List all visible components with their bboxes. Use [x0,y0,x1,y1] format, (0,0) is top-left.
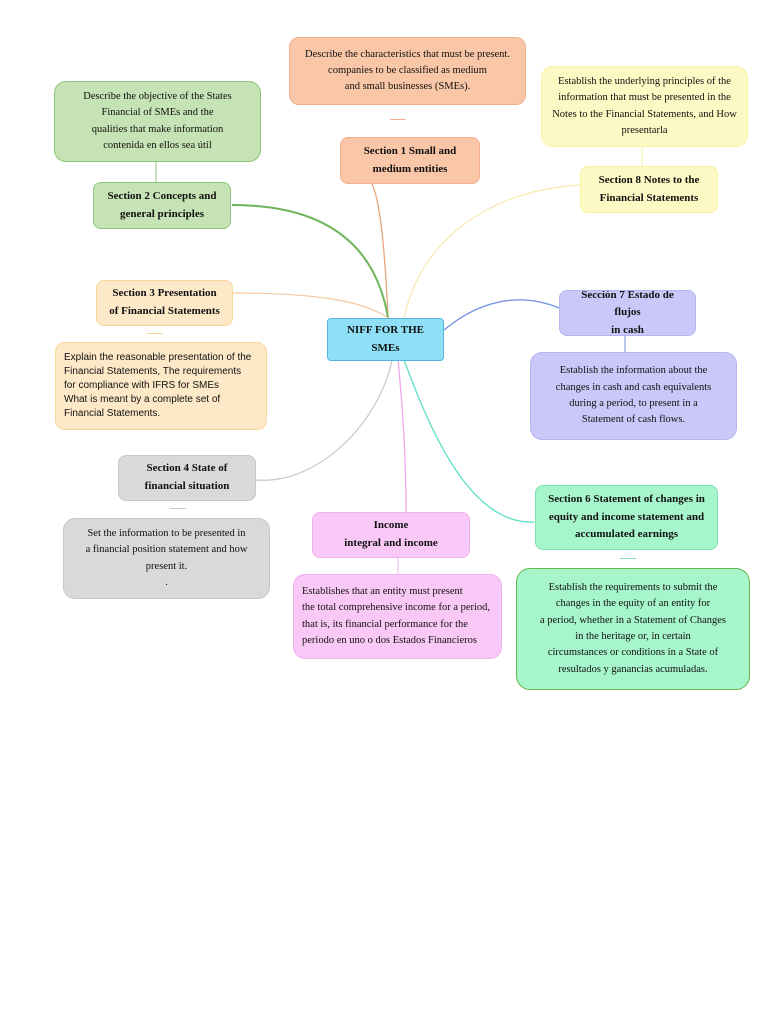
desc-line: . [165,576,168,588]
dash-s1 [390,119,406,120]
desc-line: Establish the requirements to submit the [548,582,718,594]
node-title-line: Section 5 Statement of Income [339,513,444,532]
node-title-line: medium entities [372,162,448,175]
desc-line: presentarla [621,124,668,136]
desc-line: resultados y ganancias acumuladas. [558,663,708,675]
desc-line: that is, its financial performance for t… [302,618,468,630]
node-title-line: Sección 7 Estado de flujos [581,290,674,319]
desc-line: Describe the characteristics that must b… [305,48,510,60]
desc-line: Explain the reasonable presentation of t… [64,352,252,363]
desc-line: periodo en uno o dos Estados Financieros [302,634,477,646]
desc-line: for compliance with IFRS for SMEs [64,380,220,391]
node-title-line: Section 3 Presentation [112,287,217,300]
link-section-4 [255,359,393,481]
link-section-6 [403,359,535,523]
desc-line: Set the information to be presented in [87,527,246,539]
node-title-line: integral and income statement [344,537,438,557]
desc-line: Financial of SMEs and the [101,107,214,119]
section-6-node[interactable]: Section 6 Statement of changes in equity … [535,485,718,550]
node-title-line: of Financial Statements [109,305,220,317]
section-8-description: Establish the underlying principles of t… [541,66,748,147]
section-3-description: Explain the reasonable presentation of t… [55,342,267,430]
dash-s4 [170,508,186,509]
node-title-line: in cash [611,323,644,336]
node-title-line: general principles [119,207,205,220]
node-title-line: Section 8 Notes to the [598,173,700,186]
node-title-line: Section 2 Concepts and [107,189,217,202]
desc-line: changes in cash and cash equivalents [555,381,712,393]
section-1-description: Describe the characteristics that must b… [289,37,526,105]
node-title-line: Section 4 State of [146,462,228,475]
desc-line: qualities that make information [91,123,224,135]
desc-line: and small businesses (SMEs). [344,81,471,93]
central-topic[interactable]: NIFF FOR THE SMEs [327,318,444,361]
desc-line: contenida en ellos sea útil [103,139,212,151]
desc-line: Notes to the Financial Statements, and H… [552,108,737,120]
desc-line: Describe the objective of the States [83,90,232,102]
desc-line: during a period, to present in a [569,398,698,409]
desc-line: changes in the equity of an entity for [555,598,711,610]
desc-line: information that must be presented in th… [558,92,731,104]
section-5-node[interactable]: Section 5 Statement of Income integral an… [312,512,470,558]
section-6-description: Establish the requirements to submit the… [516,568,750,690]
link-section-8 [403,184,581,319]
desc-line: Establish the underlying principles of t… [558,75,731,87]
desc-line: in the heritage or, in certain [575,631,691,642]
section-7-node[interactable]: Sección 7 Estado de flujos in cash [559,290,696,336]
desc-line: Establishes that an entity must present [302,585,463,597]
desc-line: Financial Statements. [64,408,161,419]
link-section-7 [443,299,560,331]
node-title-line: Section 1 Small and [363,144,457,157]
node-title-line: accumulated earnings [575,528,678,541]
desc-line: present it. [145,560,188,572]
desc-line: What is meant by a complete set of [64,394,221,405]
section-7-description: Establish the information about the chang… [530,352,737,440]
desc-line: Statement of cash flows. [581,414,686,426]
desc-line: a financial position statement and how [85,544,248,556]
section-1-node[interactable]: Section 1 Small and medium entities [340,137,480,184]
section-4-node[interactable]: Section 4 State of financial situation [118,455,256,501]
link-section-2 [231,204,389,319]
dash-s6 [620,558,636,559]
desc-line: a period, whether in a Statement of Chan… [539,614,727,626]
desc-line: the total comprehensive income for a per… [302,602,491,614]
section-3-node[interactable]: Section 3 Presentation of Financial State… [96,280,233,326]
section-2-node[interactable]: Section 2 Concepts and general principles [93,182,231,229]
node-title-line: equity and income statement and [548,510,705,523]
central-topic-line: NIFF FOR THE [346,323,424,336]
section-4-description: Set the information to be presented in a … [63,518,270,599]
desc-line: Financial Statements, The requirements [64,366,242,377]
node-title-line: Financial Statements [599,191,699,204]
central-topic-line: SMEs [371,341,400,354]
node-title-line: financial situation [144,480,230,492]
desc-line: companies to be classified as medium [328,64,487,76]
link-section-1 [371,183,389,319]
link-section-5 [397,359,407,513]
desc-line: Establish the information about the [559,365,708,377]
link-section-3 [232,292,389,319]
node-title-line: Section 6 Statement of changes in [548,493,705,506]
dash-s3 [147,333,163,334]
section-5-description: Establishes that an entity must present t… [293,574,502,659]
desc-line: circumstances or conditions in a State o… [547,647,719,659]
